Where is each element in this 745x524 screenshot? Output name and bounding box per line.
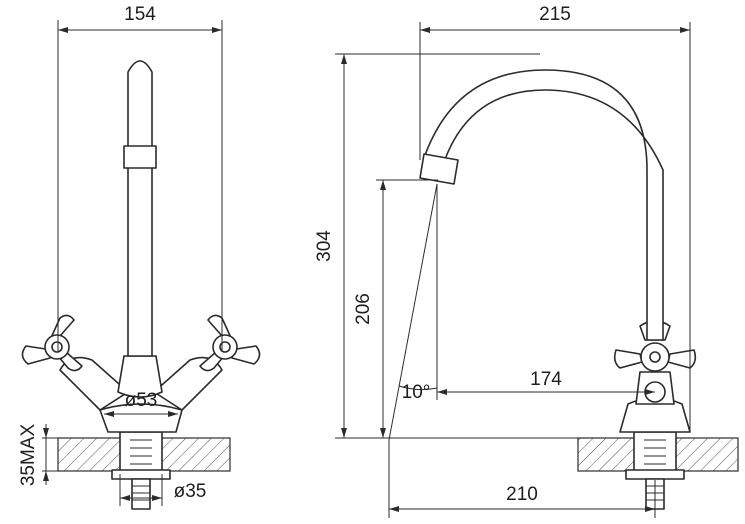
dim-side-reach: 215: [539, 4, 571, 25]
side-spout: [423, 69, 664, 341]
front-view: 154 ø53 35MAX ø35: [18, 4, 261, 510]
dim-spout-reach: 210: [506, 484, 538, 505]
front-spout: [127, 60, 153, 357]
dim-angle: 10°: [402, 382, 431, 403]
dim-handle-to-spout: 174: [530, 369, 562, 390]
dim-front-width: 154: [124, 4, 156, 25]
dim-base-diameter: ø53: [125, 390, 158, 411]
dim-mount-diameter: ø35: [174, 481, 207, 502]
front-right-handle: [199, 314, 261, 372]
front-shank: [119, 431, 163, 475]
dim-spout-height: 206: [353, 293, 374, 325]
dim-total-height: 304: [314, 230, 335, 262]
dim-counter-thickness: 35MAX: [18, 424, 39, 487]
side-spout-tip: [419, 153, 459, 185]
front-spout-ring: [123, 145, 157, 169]
front-left-handle: [21, 314, 83, 372]
side-view: 215 304 206 10° 174 210: [314, 4, 739, 518]
